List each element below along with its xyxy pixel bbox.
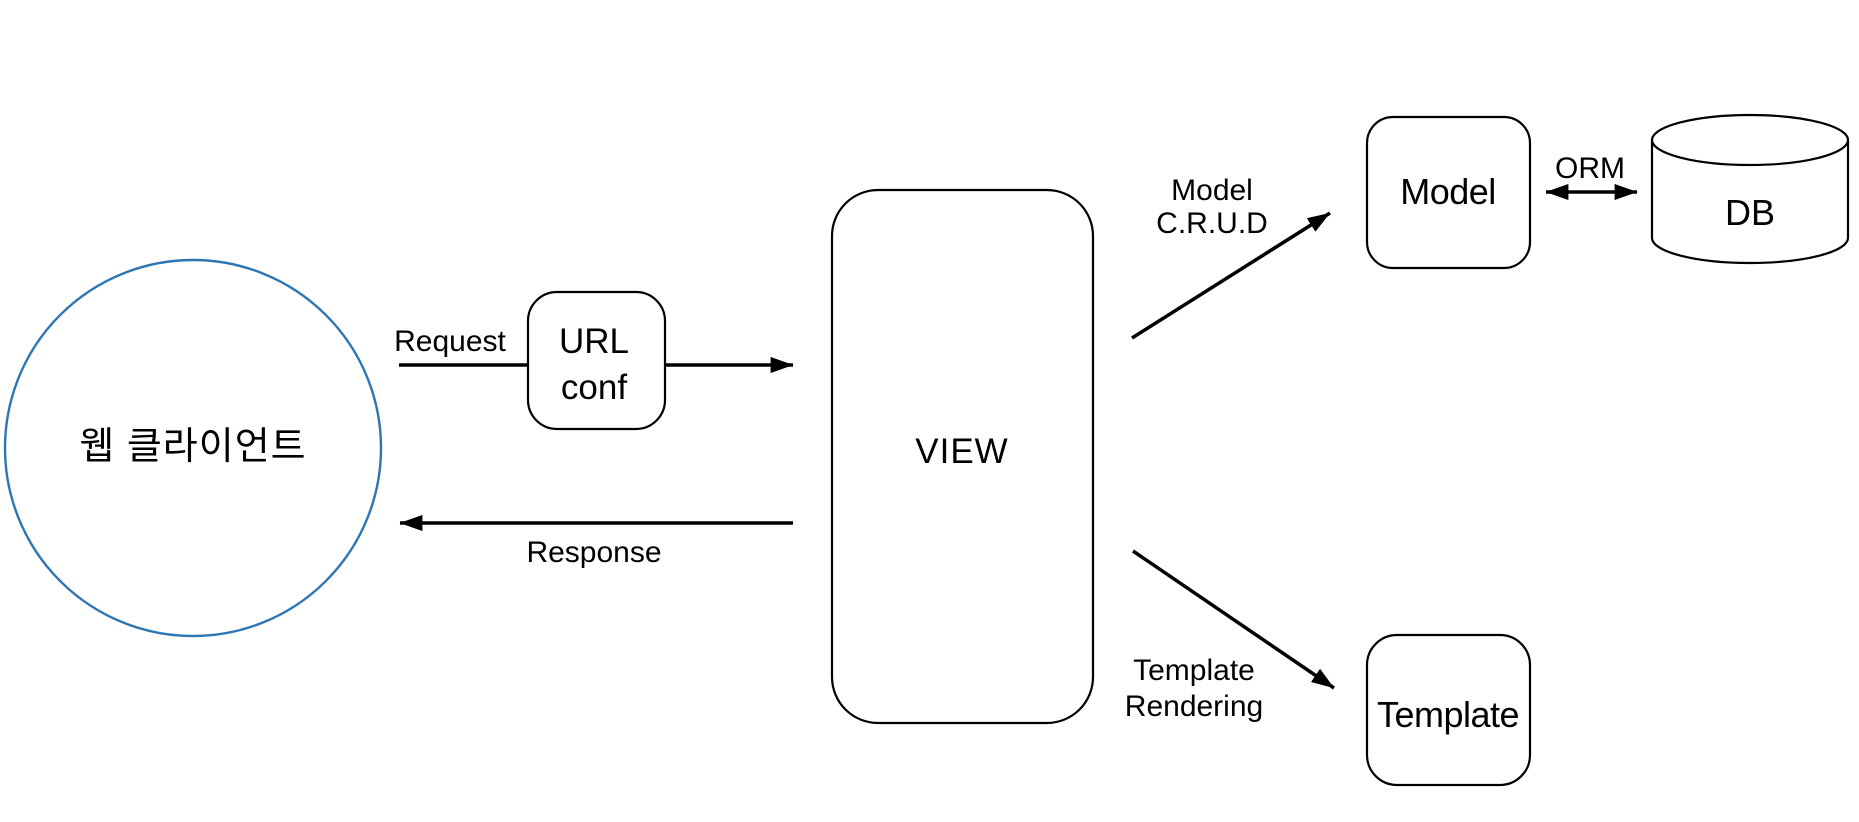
view-label: VIEW bbox=[915, 432, 1008, 471]
template-node bbox=[1365, 633, 1532, 787]
model-crud-label-line1: Model bbox=[1171, 174, 1253, 207]
view-node bbox=[830, 188, 1095, 725]
template-rendering-label-line2: Rendering bbox=[1125, 690, 1263, 723]
response-label: Response bbox=[526, 536, 661, 569]
view-to-model-arrow bbox=[1131, 211, 1331, 340]
web-client-label: 웹 클라이언트 bbox=[79, 426, 306, 468]
request-label: Request bbox=[394, 325, 506, 358]
model-node bbox=[1365, 115, 1532, 270]
db-node-body bbox=[1650, 140, 1850, 265]
orm-label: ORM bbox=[1555, 152, 1625, 185]
db-node-top bbox=[1650, 113, 1850, 167]
template-rendering-label-line1: Template bbox=[1133, 654, 1255, 687]
db-label: DB bbox=[1725, 192, 1775, 233]
model-label: Model bbox=[1400, 171, 1496, 212]
web-client-node bbox=[3, 258, 383, 638]
template-label: Template bbox=[1377, 694, 1519, 735]
url-conf-label-line1: URL bbox=[559, 322, 629, 361]
url-conf-node bbox=[526, 290, 667, 431]
view-to-template-arrow bbox=[1132, 549, 1335, 690]
model-crud-label-line2: C.R.U.D bbox=[1156, 207, 1268, 240]
url-conf-label-line2: conf bbox=[561, 368, 627, 407]
